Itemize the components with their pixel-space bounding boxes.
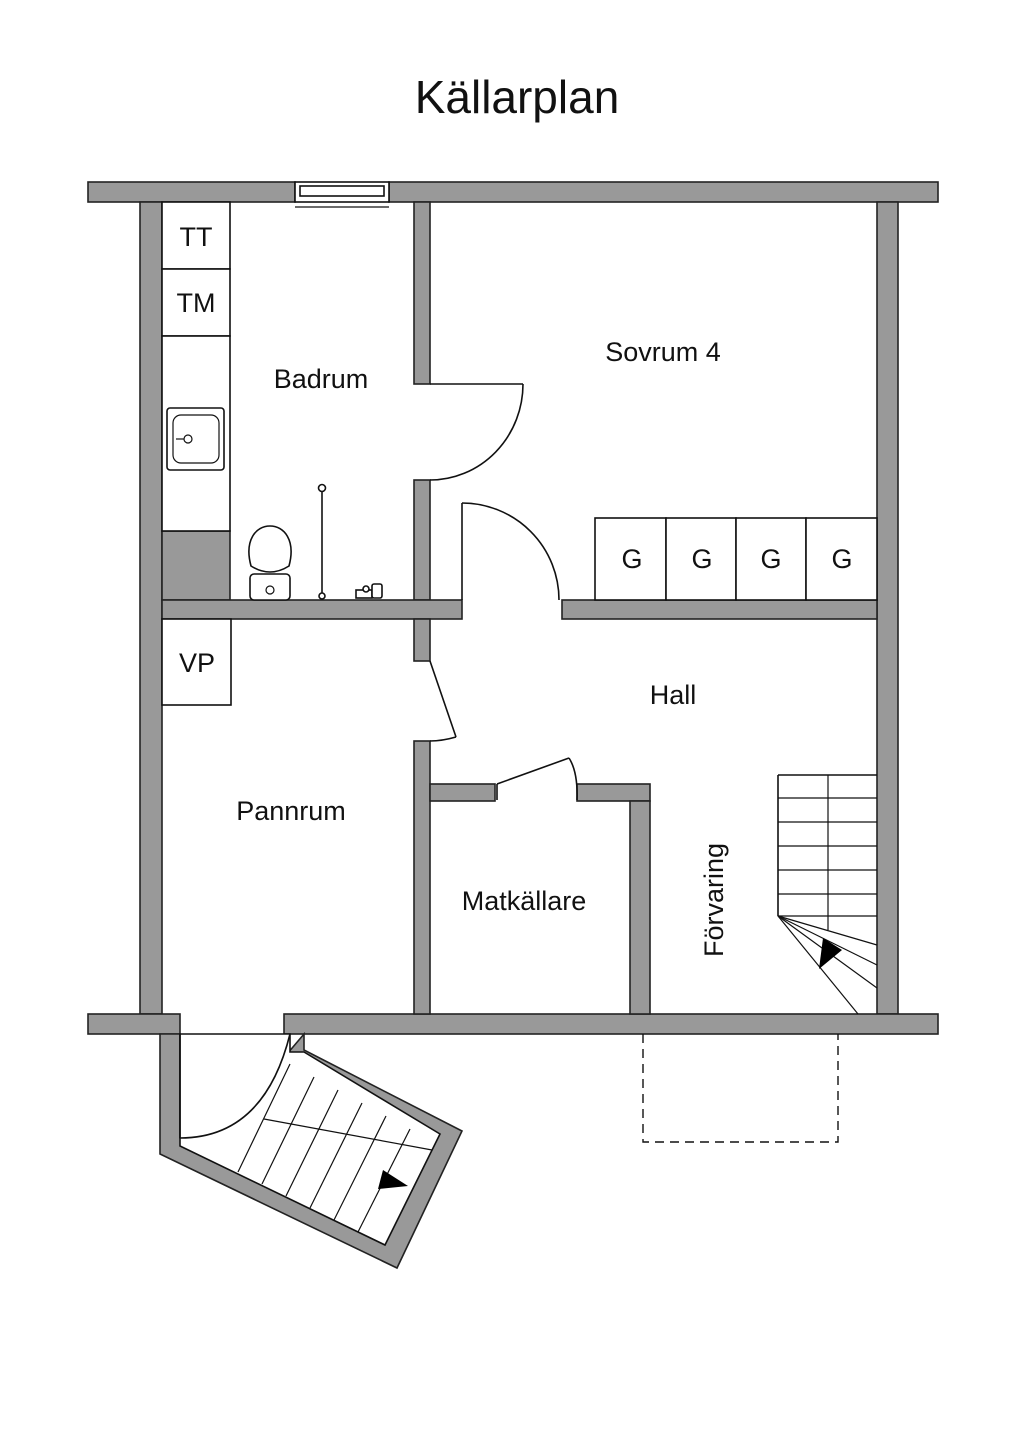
wall-bottom-right [283,1013,939,1035]
wall-bath-sovrum-upper [413,201,431,385]
outdoor-outline [642,1034,839,1143]
fixture-tm [161,268,231,337]
closet-1 [594,517,667,601]
fixture-vp [161,618,232,706]
room-label-hall: Hall [650,680,697,710]
room-label-sovrum: Sovrum 4 [605,337,721,367]
fixture-tt-label: TT [180,222,213,252]
fixture-tm-label: TM [177,288,216,318]
wall-mat-top-left [429,783,496,802]
wall-pannrum-upper [413,618,431,662]
stair-arrow-icon [819,938,842,969]
shower-icon [317,483,383,600]
room-label-pannrum: Pannrum [236,796,346,826]
closet-label-3: G [760,544,781,574]
window [294,181,390,208]
wall-right [876,201,899,1015]
closet-label-4: G [831,544,852,574]
wall-top-left [87,181,296,203]
closet-2 [665,517,737,601]
closet-4 [805,517,878,601]
interior-stairs [777,774,878,1015]
wall-pannrum-lower [413,740,431,1015]
wall-top-right [388,181,939,203]
fixture-tt [161,201,231,270]
wall-mid-left [161,599,463,620]
room-label-matkallare: Matkällare [462,886,587,916]
wall-mat-top-right [576,783,651,802]
closet-label-2: G [691,544,712,574]
door-entrance[interactable] [179,1033,291,1139]
door-badrum[interactable] [429,383,524,481]
plan-title: Källarplan [415,71,620,123]
walls [87,181,939,1270]
wall-bottom-left [87,1013,181,1035]
exterior-stair-arrow-icon [378,1170,408,1189]
wall-block [161,530,231,601]
closets: G G G G [594,517,878,601]
door-matkallare[interactable] [496,757,578,801]
fixture-vp-label: VP [179,648,215,678]
door-sovrum[interactable] [461,502,560,601]
closet-label-1: G [621,544,642,574]
wall-mat-right [629,800,651,1015]
room-label-forvaring: Förvaring [699,843,729,957]
wall-bath-sovrum-lower [413,479,431,601]
exterior-stairs [237,1063,433,1233]
room-label-badrum: Badrum [274,364,369,394]
toilet-icon [248,525,292,601]
wall-left [139,201,163,1015]
sink-icon [166,407,225,471]
wall-mid-right [561,599,878,620]
door-pannrum[interactable] [429,660,457,742]
